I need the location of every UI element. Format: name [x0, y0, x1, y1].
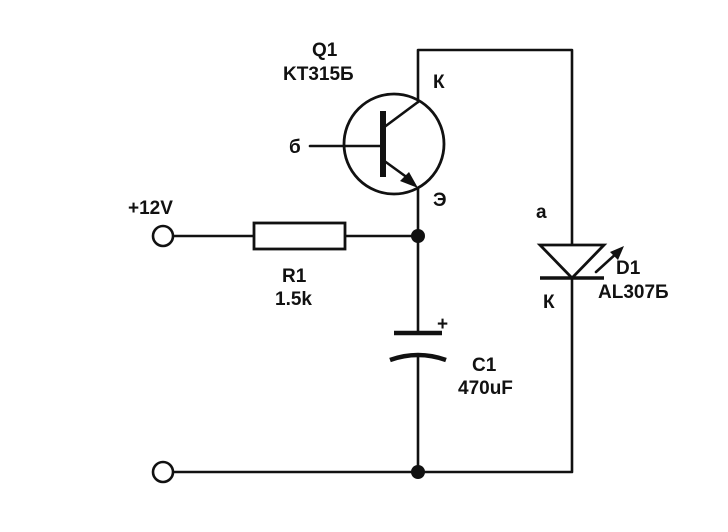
transistor-emitter-arrow [400, 172, 418, 188]
capacitor-plate-bottom [389, 352, 447, 363]
led-d1 [536, 243, 624, 281]
d1-part-label: AL307Б [598, 282, 669, 303]
junction-dot-emitter-node [411, 229, 425, 243]
led-emission-arrowhead [610, 246, 624, 260]
r1-value-label: 1.5k [275, 289, 312, 310]
c1-reference-label: C1 [472, 355, 497, 376]
wires [171, 48, 574, 474]
wire-collector-to-led [416, 48, 574, 247]
r1-reference-label: R1 [282, 266, 307, 287]
c1-value-label: 470uF [458, 378, 513, 399]
d1-cathode-label: К [543, 292, 555, 313]
q1-base-label: б [289, 137, 301, 158]
q1-reference-label: Q1 [312, 40, 338, 61]
supply-voltage-label: +12V [128, 198, 173, 219]
transistor-q1 [342, 92, 446, 196]
transistor-collector-lead [381, 100, 420, 130]
d1-anode-label: a [536, 202, 547, 223]
q1-part-label: KT315Б [283, 64, 354, 85]
wire-led-to-ground [171, 276, 574, 474]
resistor-r1 [252, 221, 347, 251]
capacitor-c1 [389, 330, 447, 363]
junction-dot-ground-node [411, 465, 425, 479]
c1-polarity-label: + [437, 314, 448, 335]
ground-terminal [151, 460, 175, 484]
led-triangle [536, 243, 608, 281]
supply-terminal [151, 224, 175, 248]
q1-collector-label: К [433, 72, 445, 93]
d1-reference-label: D1 [616, 258, 641, 279]
transistor-body-circle [342, 92, 446, 196]
q1-emitter-label: Э [433, 190, 447, 211]
